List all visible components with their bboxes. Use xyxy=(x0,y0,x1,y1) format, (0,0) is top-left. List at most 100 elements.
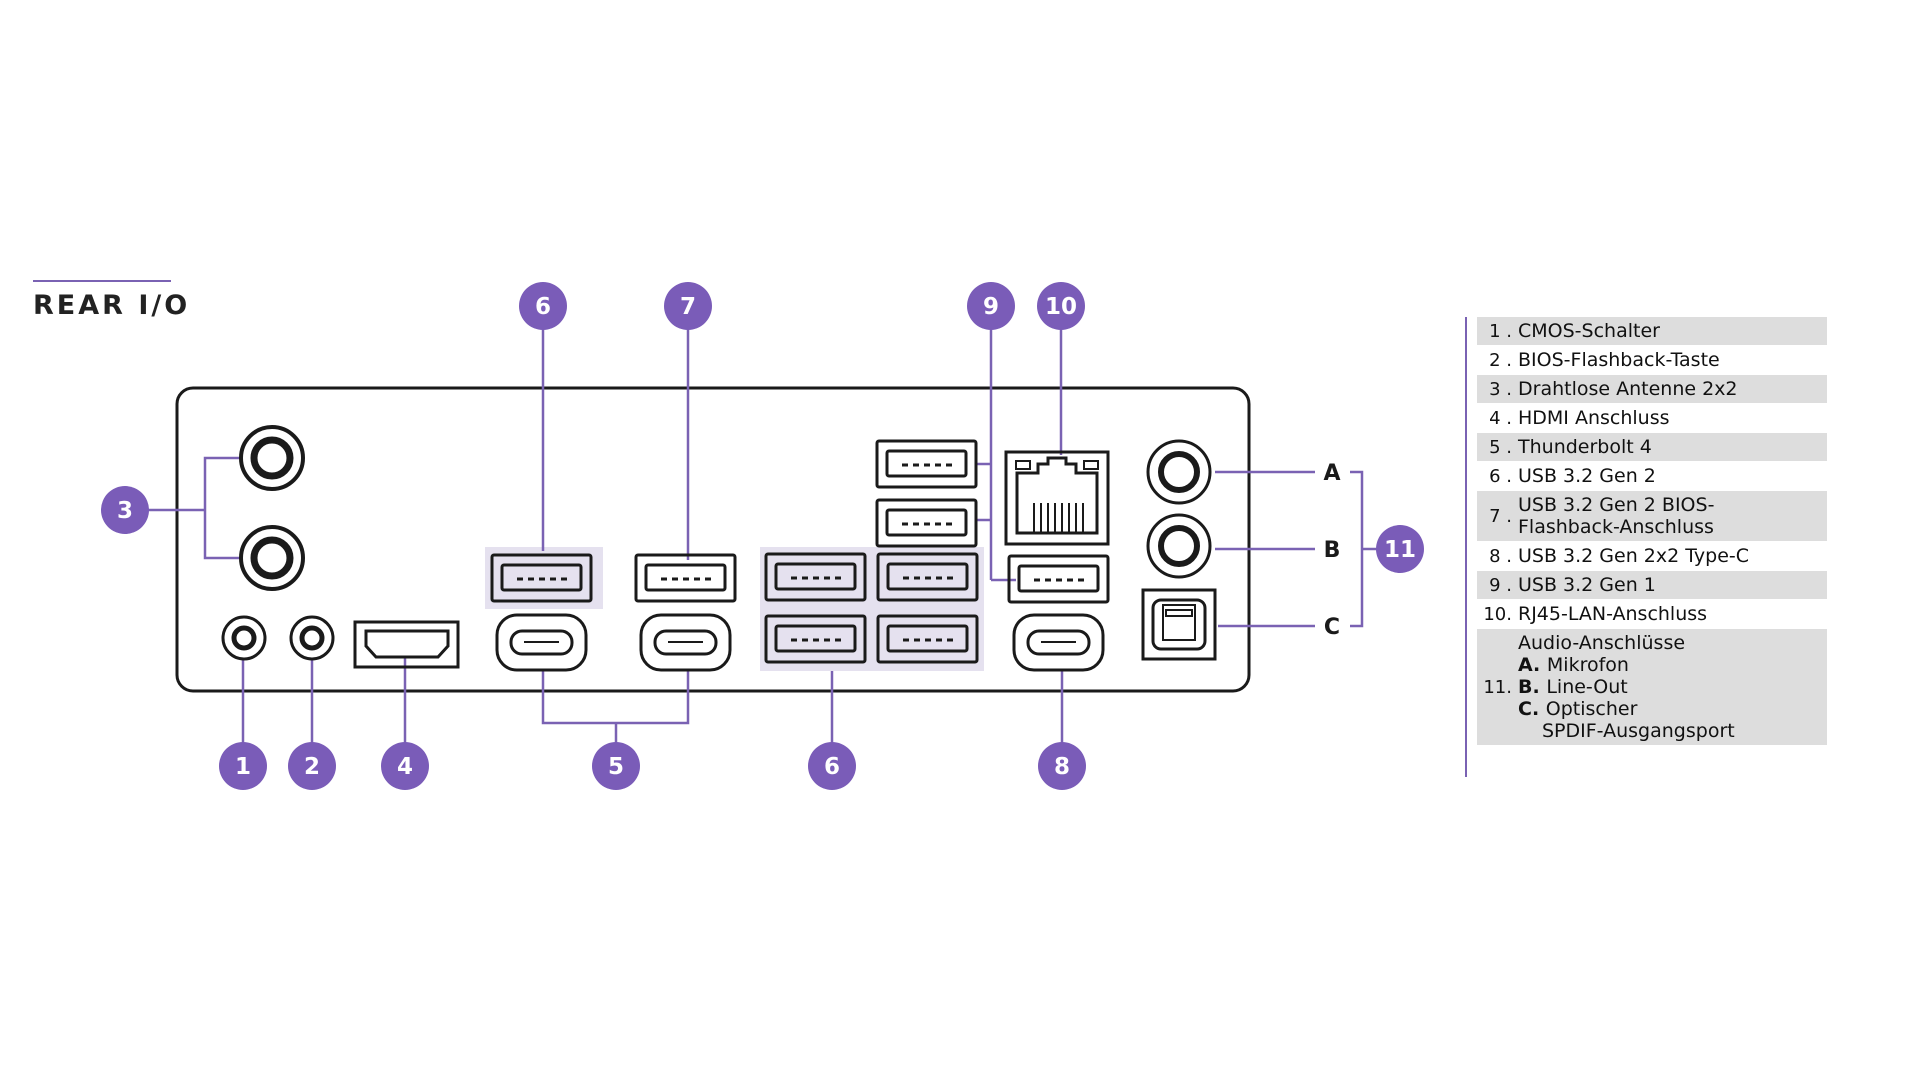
legend-row: 7 . USB 3.2 Gen 2 BIOS-Flashback-Anschlus… xyxy=(1477,491,1827,541)
antenna-connector-bottom xyxy=(239,525,305,591)
legend-text: BIOS-Flashback-Taste xyxy=(1518,349,1720,371)
legend-number: 9 . xyxy=(1489,574,1512,596)
legend-number: 10. xyxy=(1483,603,1512,625)
legend-sub-item: B. Line-Out xyxy=(1518,676,1735,698)
thunderbolt-port-left xyxy=(495,613,588,672)
usb-a-port-9-middle xyxy=(875,498,978,548)
legend-number: 5 . xyxy=(1489,436,1512,458)
legend-sub-letter: B. xyxy=(1518,676,1547,698)
legend-text: RJ45-LAN-Anschluss xyxy=(1518,603,1707,625)
page-title: REAR I/O xyxy=(33,290,191,321)
legend-row: 8 . USB 3.2 Gen 2x2 Type-C xyxy=(1477,542,1827,570)
legend-text: HDMI Anschluss xyxy=(1518,407,1670,429)
legend-number: 4 . xyxy=(1489,407,1512,429)
rj45-lan-port xyxy=(1004,450,1110,546)
legend-label: USB 3.2 Gen 1 xyxy=(1518,574,1656,596)
legend-row: 2 . BIOS-Flashback-Taste xyxy=(1477,346,1827,374)
legend-row: 5 . Thunderbolt 4 xyxy=(1477,433,1827,461)
legend-label: USB 3.2 Gen 2 xyxy=(1518,465,1656,487)
usb-a-port-6-c xyxy=(764,614,867,664)
callout-bottom-0: 1 xyxy=(235,754,251,780)
legend-number: 3 . xyxy=(1489,378,1512,400)
callout-top-1-circle xyxy=(664,282,712,330)
legend-number: 6 . xyxy=(1489,465,1512,487)
legend-sub-text: Mikrofon xyxy=(1546,654,1629,676)
legend-number: 11. xyxy=(1483,676,1512,698)
audio-letter-b: B xyxy=(1324,538,1341,563)
legend-sub-item: A. Mikrofon xyxy=(1518,654,1735,676)
legend-number: 1 . xyxy=(1489,320,1512,342)
callout-right: 11 xyxy=(1384,537,1416,563)
callout-left-circle xyxy=(101,486,149,534)
legend-number: 7 . xyxy=(1489,505,1512,527)
legend-number: 2 . xyxy=(1489,349,1512,371)
legend-label: BIOS-Flashback-Taste xyxy=(1518,349,1720,371)
title-rule xyxy=(33,280,171,282)
audio-letter-a: A xyxy=(1323,461,1340,486)
callout-left: 3 xyxy=(117,498,133,524)
callout-top-1: 7 xyxy=(680,294,696,320)
legend-label: USB 3.2 Gen 2 BIOS- xyxy=(1518,494,1715,516)
legend-sub-letter: C. xyxy=(1518,698,1546,720)
legend-text: USB 3.2 Gen 1 xyxy=(1518,574,1656,596)
legend-row: 6 . USB 3.2 Gen 2 xyxy=(1477,462,1827,490)
hdmi-port xyxy=(353,620,460,669)
audio-letter-c: C xyxy=(1324,615,1340,640)
legend-text: USB 3.2 Gen 2 BIOS-Flashback-Anschluss xyxy=(1518,494,1714,538)
callout-bottom-1: 2 xyxy=(304,754,320,780)
legend-label: HDMI Anschluss xyxy=(1518,407,1670,429)
callout-bottom-2-circle xyxy=(381,742,429,790)
legend-text: Drahtlose Antenne 2x2 xyxy=(1518,378,1738,400)
callout-top-2: 9 xyxy=(983,294,999,320)
legend-label: Audio-Anschlüsse xyxy=(1518,632,1686,654)
callout-bottom-5: 8 xyxy=(1054,754,1070,780)
usb-a-port-9-bottom xyxy=(1007,554,1110,604)
legend-sub-letter: A. xyxy=(1518,654,1547,676)
callout-bottom-2: 4 xyxy=(397,754,413,780)
legend-row: 10. RJ45-LAN-Anschluss xyxy=(1477,600,1827,628)
leader-lines xyxy=(148,328,1380,746)
callout-bottom-5-circle xyxy=(1038,742,1086,790)
callout-bottom-3: 5 xyxy=(608,754,624,780)
legend-text: CMOS-Schalter xyxy=(1518,320,1660,342)
legend-label: CMOS-Schalter xyxy=(1518,320,1660,342)
callout-top-0: 6 xyxy=(535,294,551,320)
legend-label-cont: Flashback-Anschluss xyxy=(1518,516,1714,538)
audio-jack-line-out xyxy=(1146,513,1212,579)
legend-row: 4 . HDMI Anschluss xyxy=(1477,404,1827,432)
callout-top-2-circle xyxy=(967,282,1015,330)
legend-label: Thunderbolt 4 xyxy=(1518,436,1652,458)
callout-bottom-4-circle xyxy=(808,742,856,790)
usb-c-port-8 xyxy=(1012,613,1105,672)
spdif-optical-port xyxy=(1141,588,1217,661)
legend-number: 8 . xyxy=(1489,545,1512,567)
usb-a-port-9-top xyxy=(875,439,978,489)
io-panel xyxy=(175,386,1251,693)
usb-a-port-7 xyxy=(634,553,737,603)
callout-bottom-1-circle xyxy=(288,742,336,790)
callout-top-3-circle xyxy=(1037,282,1085,330)
legend-row: 3 . Drahtlose Antenne 2x2 xyxy=(1477,375,1827,403)
cmos-clear-button xyxy=(221,615,267,661)
legend-row: 9 . USB 3.2 Gen 1 xyxy=(1477,571,1827,599)
legend-text: USB 3.2 Gen 2 xyxy=(1518,465,1656,487)
legend-text: Thunderbolt 4 xyxy=(1518,436,1652,458)
legend-row: 1 . CMOS-Schalter xyxy=(1477,317,1827,345)
usb-a-port-6-d xyxy=(876,614,979,664)
legend: 1 . CMOS-Schalter 2 . BIOS-Flashback-Taste 3… xyxy=(1465,317,1827,777)
legend-sub-text: Optischer xyxy=(1545,698,1638,720)
legend-sub-text: SPDIF-Ausgangsport xyxy=(1542,720,1735,742)
legend-label: RJ45-LAN-Anschluss xyxy=(1518,603,1708,625)
audio-jack-mic xyxy=(1146,439,1212,505)
antenna-connector-top xyxy=(239,425,305,491)
usb-a-port-6-b xyxy=(876,552,979,602)
thunderbolt-port-right xyxy=(639,613,732,672)
legend-sub-item: C. Optischer xyxy=(1518,698,1735,720)
bios-flashback-button xyxy=(289,615,335,661)
callout-top-0-circle xyxy=(519,282,567,330)
legend-text: USB 3.2 Gen 2x2 Type-C xyxy=(1518,545,1749,567)
